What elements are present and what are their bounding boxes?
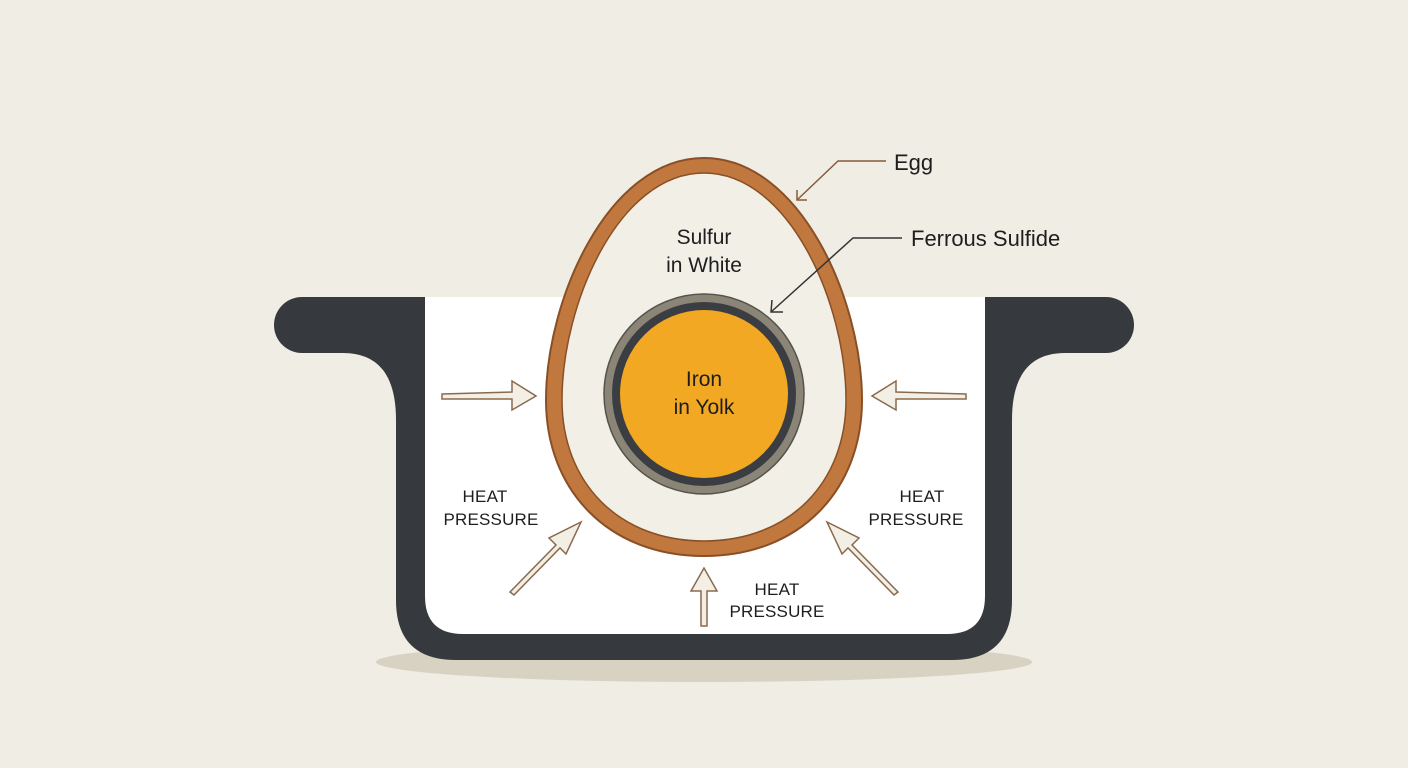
label-iron-line1: Iron — [686, 368, 722, 391]
callout-egg: Egg — [796, 150, 933, 201]
arrowhead-ferrous-sulfide — [770, 299, 783, 313]
callout-ferrous-sulfide-label: Ferrous Sulfide — [911, 226, 1060, 251]
force-label-bottom: HEAT PRESSURE — [729, 580, 824, 621]
arrow-up-left-icon — [825, 520, 900, 596]
arrow-left-icon — [870, 379, 967, 412]
leader-line-egg — [796, 160, 886, 201]
force-label-line1: HEAT — [755, 580, 800, 599]
force-label-line1: HEAT — [900, 487, 945, 506]
force-label-line2: PRESSURE — [868, 510, 963, 529]
arrow-right-icon — [441, 379, 538, 412]
arrow-up-right-icon — [508, 520, 583, 596]
arrow-up-icon — [689, 566, 719, 627]
label-sulfur-line1: Sulfur — [677, 226, 732, 249]
force-label-line1: HEAT — [463, 487, 508, 506]
force-arrows — [441, 379, 967, 627]
yolk — [620, 310, 788, 478]
label-iron-line2: in Yolk — [674, 396, 735, 419]
force-label-lower-right: HEAT PRESSURE — [868, 487, 963, 529]
arrowhead-egg — [796, 190, 807, 201]
egg — [544, 156, 864, 558]
force-label-line2: PRESSURE — [729, 602, 824, 621]
label-sulfur-line2: in White — [666, 254, 742, 277]
callout-ferrous-sulfide: Ferrous Sulfide — [770, 226, 1060, 313]
leader-line-ferrous-sulfide — [770, 237, 902, 313]
force-label-lower-left: HEAT PRESSURE — [443, 487, 538, 529]
callout-egg-label: Egg — [894, 150, 933, 175]
force-label-line2: PRESSURE — [443, 510, 538, 529]
